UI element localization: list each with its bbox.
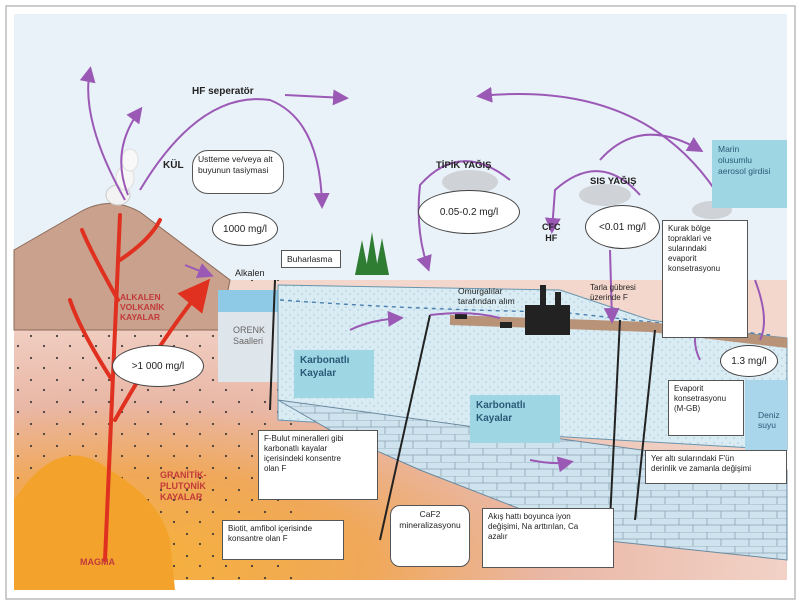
caf2-box: CaF2 mineralizasyonu [390,505,470,567]
concentration-oval-1: 1000 mg/l [212,212,278,246]
groundwater-box: Yer altı sularındaki F'ün derinlik ve za… [645,450,787,484]
orenk-basin-label: ORENK Saalleri [233,325,266,346]
concentration-oval-5: 1.3 mg/l [720,345,778,377]
concentration-oval-3: 0.05-0.2 mg/l [418,190,520,234]
magma-body [14,455,175,590]
ion-exchange-box: Akış hattı boyunca iyon değişimi, Na art… [482,508,614,568]
flow-arrows [79,66,765,473]
alkaline-volcanic-label: ALKALEN VOLKANİK KAYALAR [120,292,165,323]
granitic-plutonic-label: GRANİTİK- PLUTONİK KAYALAR [160,470,207,502]
sea [745,380,787,452]
cattle [455,313,512,328]
ash-note-box: Ustteme ve/veya alt buyunun tasiymasi [192,150,284,194]
cfc-hf-label: CFC HF [542,222,561,243]
concentration-oval-2: >1 000 mg/l [112,345,204,387]
concentration-oval-4: <0.01 mg/l [585,205,660,249]
carbonate-rocks-label-2: Karbonatlı Kayalar [470,395,560,443]
trees [355,232,389,275]
field-fertilizer-label: Tarla gübresi üzerinde F [590,283,636,302]
arid-soil-box: Kurak bölge topraklari ve sularındaki ev… [662,220,748,338]
typical-rain-label: TİPİK YAĞIŞ [436,160,492,171]
fluorite-box: F-Bulut mineralleri gibi karbonatlı kaya… [258,430,378,500]
alkaline-lake-label: Alkalen [235,268,265,278]
evaporation-box: Buharlasma [281,250,341,268]
evaporite-box: Evaporit konsetrasyonu (M-GB) [668,380,744,436]
alkaline-lake [218,290,290,312]
fog-rain-label: SIS YAĞIŞ [590,176,637,187]
faults [269,279,656,541]
factory [525,285,570,335]
hf-separator-label: HF seperatör [192,86,254,97]
orenk-basin [218,312,278,382]
biotite-box: Biotit, amfibol içerisinde konsantre ola… [222,520,344,560]
carbonate-rocks-label-1: Karbonatlı Kayalar [294,350,374,398]
magma-label: MAGMA [80,557,115,567]
ash-label: KÜL [163,160,184,171]
vertebrate-uptake-label: Omurgalılar tarafından alım [458,286,515,307]
sea-water-label: Deniz suyu [758,410,780,431]
marine-aerosol-box: Marin olusumlu aerosol girdisi [712,140,787,208]
